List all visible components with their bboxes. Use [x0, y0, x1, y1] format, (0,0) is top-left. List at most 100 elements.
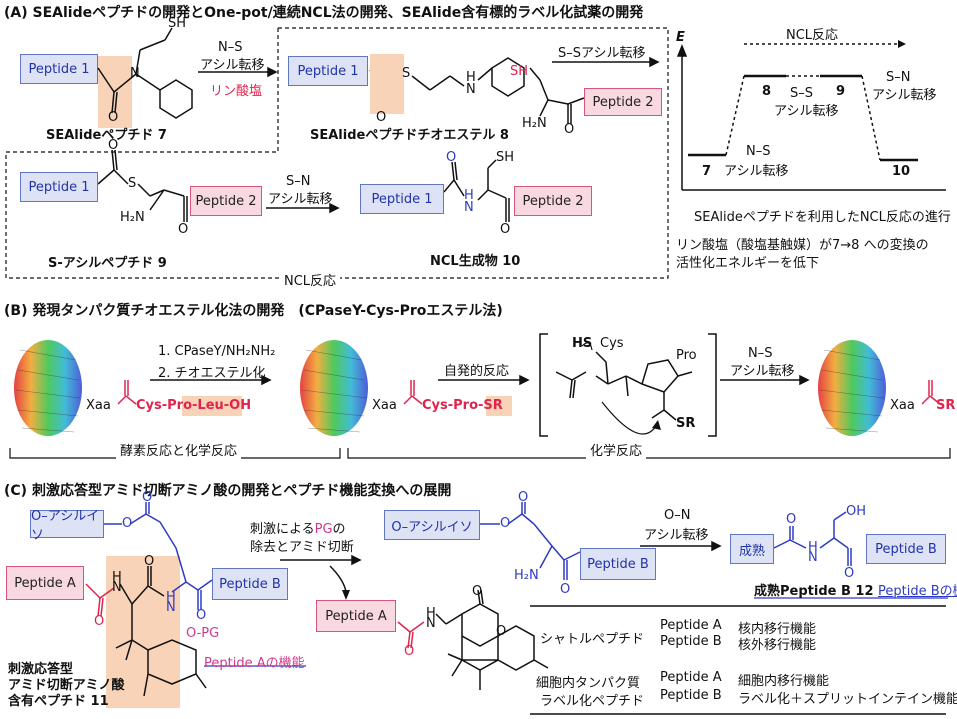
spont: 自発的反応 — [444, 364, 510, 379]
energy-note2: 活性化エネルギーを低下 — [676, 256, 820, 271]
step1: 1. CPaseY/NH₂NH₂ — [158, 344, 276, 359]
product12b: Peptide Bの機能 — [878, 584, 957, 599]
nh2-cys: H₂N — [522, 116, 547, 131]
o-m2: O — [844, 566, 855, 581]
product12: 成熟Peptide B 12 Peptide Bの機能 — [754, 580, 957, 599]
energy-note1: リン酸塩（酸塩基触媒）が7→8 への変換の — [676, 238, 929, 253]
arrow1-mid: アシル転移 — [200, 58, 265, 73]
o-8: O — [376, 110, 387, 125]
peptide2-box-10: Peptide 2 — [514, 186, 592, 216]
section-b-header: (B) 発現タンパク質チオエステル化法の開発 (CPaseY-Cys-Proエス… — [4, 303, 503, 319]
energy-axis-e: E — [676, 30, 685, 45]
product12a: 成熟Peptide B 12 — [754, 584, 879, 599]
peptideA-box-11: Peptide A — [6, 566, 84, 600]
nh2-12: H₂N — [514, 568, 539, 583]
o-c11: O — [122, 516, 133, 531]
peptide1-box-10: Peptide 1 — [360, 184, 444, 214]
peptide1-box-8: Peptide 1 — [288, 56, 368, 86]
h-10: H — [464, 188, 474, 203]
oh-h: H — [856, 504, 867, 519]
energy-ncl-top: NCL反応 — [786, 28, 839, 43]
row2-name2: ラベル化ペプチド — [540, 694, 645, 709]
n-10: N — [464, 200, 474, 215]
cmpd11-1: 刺激応答型 — [8, 662, 74, 677]
n-c11: N — [112, 580, 122, 595]
n-7: N — [130, 66, 140, 81]
arrow2-label: S–Sアシル転移 — [558, 46, 646, 61]
opg-text: O-PG — [186, 626, 220, 641]
ncl-label: NCL反応 — [280, 270, 341, 289]
energy-caption: SEAlideペプチドを利用したNCL反応の進行 — [694, 210, 951, 225]
row2-a-label: Peptide A — [660, 670, 722, 685]
arrow1-top: N–S — [218, 40, 243, 55]
o-c11d: O — [94, 614, 105, 629]
label-cmpd7: SEAlideペプチド 7 — [46, 128, 167, 143]
oh-o: O — [846, 504, 857, 519]
stim1pg: PG — [314, 522, 333, 537]
oacyl-box-11: O–アシルイソ — [30, 509, 104, 543]
oacyl-box-12: O–アシルイソ — [384, 510, 480, 540]
pro-label: Pro — [676, 348, 697, 363]
protein-icon-1 — [14, 340, 82, 436]
energy-ss: S–S — [790, 86, 814, 101]
row2-name1: 細胞内タンパク質 — [536, 676, 641, 691]
peptideB-box-12: Peptide B — [580, 548, 656, 580]
on-bot: アシル転移 — [644, 528, 709, 543]
ns-bot-b: アシル転移 — [730, 364, 795, 379]
h-prod: H — [426, 606, 436, 621]
peptideB-box-mature: Peptide B — [866, 534, 946, 564]
n-m: N — [808, 550, 818, 565]
cmpd11-2: アミド切断アミノ酸 — [8, 678, 125, 693]
s-8: S — [402, 66, 411, 81]
highlight-8 — [370, 54, 404, 114]
sh-7: SH — [168, 16, 187, 31]
o-m1: O — [786, 512, 797, 527]
label-cmpd10: NCL生成物 10 — [430, 254, 521, 269]
row1-name: シャトルペプチド — [540, 632, 645, 647]
energy-l8: 8 — [762, 84, 772, 99]
row2-b-label: Peptide B — [660, 688, 722, 703]
section-a-header: (A) SEAlideペプチドの開発とOne-pot/連続NCL法の開発、SEA… — [4, 5, 644, 21]
peptide1-box-7: Peptide 1 — [20, 54, 98, 84]
n-prod: N — [426, 616, 436, 631]
protein-icon-3 — [818, 340, 886, 436]
n-8: N — [466, 82, 476, 97]
ns-top-b: N–S — [748, 346, 773, 361]
nh2-9: H₂N — [120, 210, 145, 225]
energy-l9: 9 — [836, 84, 846, 99]
o-12c: O — [560, 582, 571, 597]
on-top: O–N — [664, 508, 691, 523]
peptideB-box-11: Peptide B — [212, 568, 288, 600]
peptideA-box-prod: Peptide A — [316, 600, 396, 632]
peptide2-box-a: Peptide 2 — [584, 88, 662, 116]
energy-ss2: アシル転移 — [774, 104, 839, 119]
energy-ns2: アシル転移 — [724, 164, 789, 179]
brace1-label: 酵素反応と化学反応 — [116, 440, 242, 459]
o-7: O — [108, 110, 119, 125]
arrow1-bot: リン酸塩 — [210, 84, 263, 99]
row1-b-label: Peptide B — [660, 634, 722, 649]
row1-a-label: Peptide A — [660, 618, 722, 633]
arrow3-top: S–N — [286, 174, 311, 189]
cmpd11-3: 含有ペプチド 11 — [8, 694, 109, 709]
label-cmpd9: S-アシルペプチド 9 — [48, 256, 167, 271]
o-12a: O — [500, 516, 511, 531]
o-9: O — [108, 138, 119, 153]
step2: 2. チオエステル化 — [158, 366, 266, 381]
funcA-label: Peptide Aの機能 — [204, 656, 305, 671]
label-cmpd8: SEAlideペプチドチオエステル 8 — [310, 128, 509, 143]
o-cys: O — [564, 122, 575, 137]
seq-1: Cys-Pro-Leu-OH — [136, 398, 252, 413]
s-9: S — [128, 176, 137, 191]
highlight-leu — [182, 396, 242, 416]
arrow3-mid: アシル転移 — [268, 192, 333, 207]
hs-label: HS — [572, 336, 593, 351]
sh-cys: SH — [510, 64, 529, 79]
o-c11b: O — [142, 490, 153, 505]
row2-a-val: 細胞内移行機能 — [738, 674, 830, 689]
section-c-header: (C) 刺激応答型アミド切断アミノ酸の開発とペプチド機能変換への展開 — [4, 483, 452, 499]
stim2: 除去とアミド切断 — [250, 540, 354, 555]
xaa-3: Xaa — [890, 398, 915, 413]
